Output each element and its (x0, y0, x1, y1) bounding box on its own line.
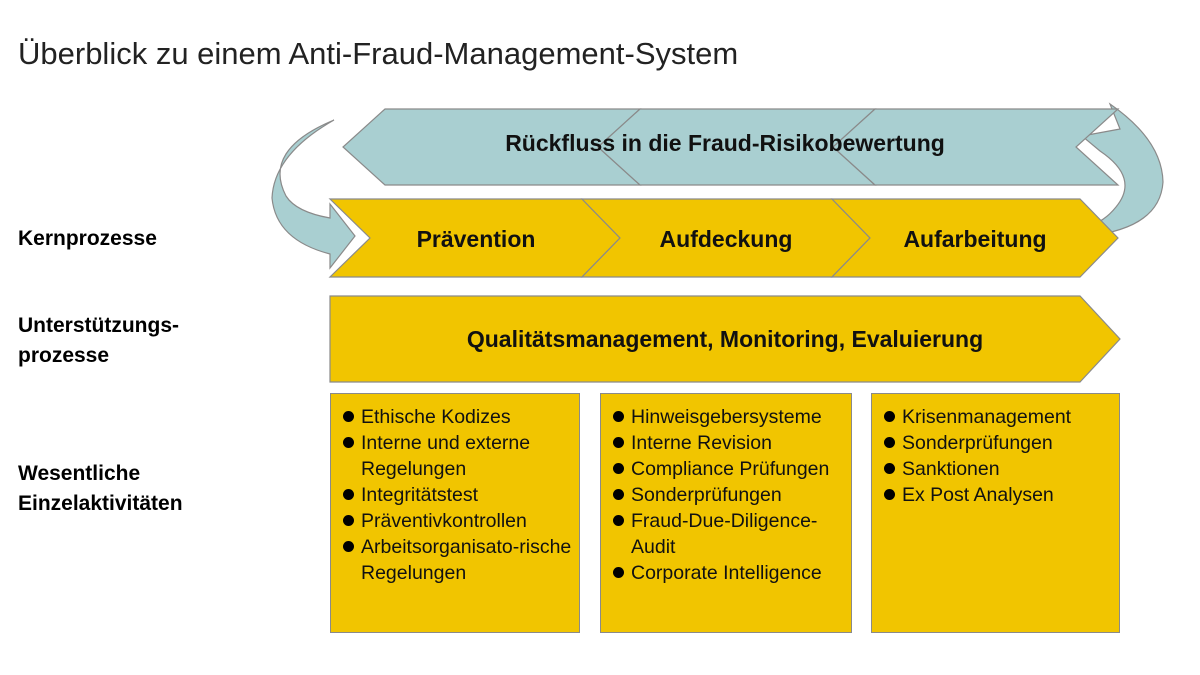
list-item: Corporate Intelligence (613, 560, 845, 586)
feedback-chevron-right (832, 108, 1120, 186)
feedback-label: Rückfluss in die Fraud-Risikobewertung (505, 130, 945, 156)
row-label-line-2: prozesse (18, 344, 110, 367)
row-label-line-1: Wesentliche (18, 462, 141, 485)
bullet-icon (884, 411, 895, 422)
list-item: Hinweisgebersysteme (613, 404, 845, 430)
list-item: Sanktionen (884, 456, 1113, 482)
core-process-praevention: Prävention (416, 226, 536, 252)
list-item: Krisenmanagement (884, 404, 1113, 430)
bullet-icon (613, 463, 624, 474)
bullet-icon (343, 437, 354, 448)
bullet-icon (343, 411, 354, 422)
list-item: Interne Revision (613, 430, 845, 456)
activities-box-aufarbeitung: Krisenmanagement Sonderprüfungen Sanktio… (871, 393, 1120, 633)
core-process-aufarbeitung: Aufarbeitung (903, 226, 1047, 252)
chevron-aufarbeitung (830, 198, 1119, 278)
bullet-icon (613, 515, 624, 526)
list-item: Sonderprüfungen (613, 482, 845, 508)
list-item: Integritätstest (343, 482, 573, 508)
bullet-icon (884, 437, 895, 448)
list-item: Ethische Kodizes (343, 404, 573, 430)
support-process-arrow (329, 295, 1121, 383)
left-return-arrow (271, 119, 356, 270)
bullet-icon (884, 463, 895, 474)
list-item: Interne und externe Regelungen (343, 430, 573, 482)
list-item: Sonderprüfungen (884, 430, 1113, 456)
bullet-icon (343, 515, 354, 526)
row-label-unterstuetzungsprozesse: Unterstützungs- prozesse (18, 311, 179, 371)
row-label-kernprozesse: Kernprozesse (18, 227, 157, 250)
list-item: Arbeitsorganisato-rische Regelungen (343, 534, 573, 586)
row-label-line-1: Unterstützungs- (18, 314, 179, 337)
right-return-arrow (1080, 102, 1164, 237)
row-label-line-2: Einzelaktivitäten (18, 492, 183, 515)
bullet-icon (613, 411, 624, 422)
activities-box-praevention: Ethische Kodizes Interne und externe Reg… (330, 393, 580, 633)
bullet-icon (884, 489, 895, 500)
activities-box-aufdeckung: Hinweisgebersysteme Interne Revision Com… (600, 393, 852, 633)
bullet-icon (613, 437, 624, 448)
core-process-aufdeckung: Aufdeckung (659, 226, 793, 252)
list-item: Präventivkontrollen (343, 508, 573, 534)
list-item: Ex Post Analysen (884, 482, 1113, 508)
support-process-label: Qualitätsmanagement, Monitoring, Evaluie… (466, 326, 984, 352)
row-label-einzelaktivitaeten: Wesentliche Einzelaktivitäten (18, 459, 183, 519)
bullet-icon (343, 541, 354, 552)
bullet-icon (613, 489, 624, 500)
bullet-icon (343, 489, 354, 500)
list-item: Compliance Prüfungen (613, 456, 845, 482)
page-title: Überblick zu einem Anti-Fraud-Management… (18, 36, 739, 71)
list-item: Fraud-Due-Diligence-Audit (613, 508, 845, 560)
bullet-icon (613, 567, 624, 578)
